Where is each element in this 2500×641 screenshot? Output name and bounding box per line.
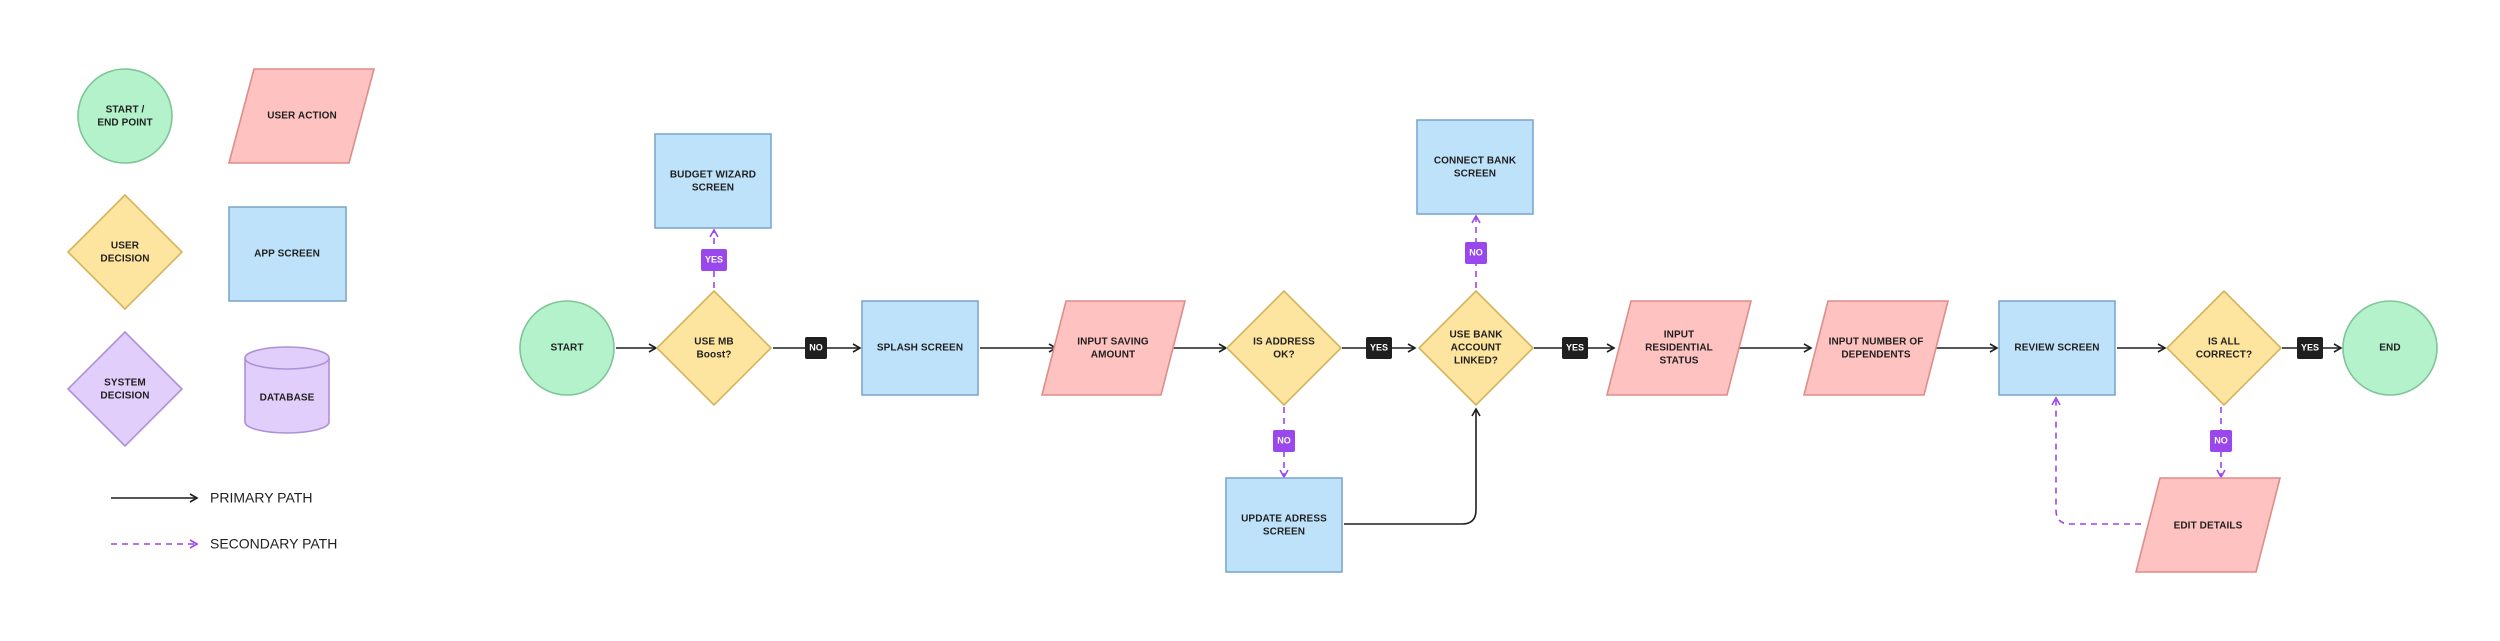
node-end: END [2342,300,2438,396]
node-address-ok-line-2: OK? [1273,350,1294,361]
node-connect-bank-line-2: SCREEN [1454,169,1496,180]
tag-bank-yes: YES [1562,337,1588,359]
node-use-mb-boost: USE MB Boost? [655,289,773,407]
node-bank-linked-line-3: LINKED? [1454,356,1498,367]
node-input-saving-line-1: INPUT SAVING [1077,337,1149,348]
tag-address-yes: YES [1366,337,1392,359]
node-budget-wizard: BUDGET WIZARD SCREEN [654,133,772,229]
node-all-correct-line-2: CORRECT? [2196,350,2252,361]
node-residential-status: INPUT RESIDENTIAL STATUS [1605,300,1753,396]
node-dependents-line-2: DEPENDENTS [1841,350,1911,361]
tag-correct-yes-label: YES [2301,342,2319,352]
legend-system-decision-line-2: DECISION [100,391,149,402]
legend-user-decision-line-1: USER [111,241,140,252]
node-budget-wizard-line-2: SCREEN [692,183,734,194]
node-bank-linked: USE BANK ACCOUNT LINKED? [1417,289,1535,407]
node-splash-screen-label: SPLASH SCREEN [877,343,963,354]
legend-start-end-line-1: START / [106,105,145,116]
tag-correct-yes: YES [2297,337,2323,359]
node-update-address-line-2: SCREEN [1263,527,1305,538]
node-input-saving: INPUT SAVING AMOUNT [1040,300,1187,396]
tag-correct-no-label: NO [2214,435,2228,445]
legend-primary-path: PRIMARY PATH [111,490,312,506]
node-all-correct-line-1: IS ALL [2208,337,2240,348]
node-address-ok-line-1: IS ADDRESS [1253,337,1315,348]
node-dependents: INPUT NUMBER OF DEPENDENTS [1802,300,1950,396]
node-end-label: END [2379,343,2400,354]
legend-primary-path-label: PRIMARY PATH [210,490,312,506]
node-bank-linked-line-2: ACCOUNT [1451,343,1502,354]
node-input-saving-line-2: AMOUNT [1091,350,1135,361]
legend-app-screen-label: APP SCREEN [254,249,320,260]
tag-bank-no: NO [1465,242,1487,264]
legend-start-end-line-2: END POINT [97,118,152,129]
legend-start-end: START / END POINT [77,68,173,164]
tag-boost-no-label: NO [809,342,823,352]
legend-system-decision-line-1: SYSTEM [104,378,146,389]
tag-address-no: NO [1273,430,1295,452]
tag-correct-no: NO [2210,430,2232,452]
node-edit-details-label: EDIT DETAILS [2174,521,2243,532]
legend-user-action: USER ACTION [227,68,376,164]
legend-secondary-path-label: SECONDARY PATH [210,536,337,552]
legend-user-decision-line-2: DECISION [100,254,149,265]
legend-user-action-label: USER ACTION [267,111,337,122]
node-residential-line-1: INPUT [1664,330,1695,341]
node-connect-bank-line-1: CONNECT BANK [1434,156,1517,167]
decision-tags: NO YES YES NO NO YES YES NO [701,242,2323,452]
node-use-mb-boost-line-1: USE MB [694,337,734,348]
node-edit-details: EDIT DETAILS [2134,477,2282,573]
node-residential-line-3: STATUS [1659,356,1698,367]
node-bank-linked-line-1: USE BANK [1449,330,1503,341]
arrow-edit-to-review [2051,396,2141,525]
legend: START / END POINT USER ACTION USER DECIS… [66,68,376,552]
tag-address-yes-label: YES [1370,342,1388,352]
tag-bank-yes-label: YES [1566,342,1584,352]
node-update-address: UPDATE ADRESS SCREEN [1225,477,1343,573]
flow-nodes: START USE MB Boost? BUDGET WIZARD SCREEN… [519,119,2438,573]
tag-address-no-label: NO [1277,435,1291,445]
node-connect-bank: CONNECT BANK SCREEN [1416,119,1534,215]
node-review-screen-label: REVIEW SCREEN [2014,343,2099,354]
tag-boost-no: NO [805,337,827,359]
node-start: START [519,300,615,396]
node-dependents-line-1: INPUT NUMBER OF [1829,337,1924,348]
tag-boost-yes: YES [701,249,727,271]
node-residential-line-2: RESIDENTIAL [1645,343,1713,354]
legend-database: DATABASE [244,346,330,434]
tag-bank-no-label: NO [1469,247,1483,257]
node-budget-wizard-line-1: BUDGET WIZARD [670,170,756,181]
node-update-address-line-1: UPDATE ADRESS [1241,514,1327,525]
node-use-mb-boost-line-2: Boost? [696,350,731,361]
legend-system-decision: SYSTEM DECISION [66,330,184,448]
node-start-label: START [550,343,583,354]
arrow-update-to-bank [1344,407,1481,525]
node-review-screen: REVIEW SCREEN [1998,300,2116,396]
legend-database-label: DATABASE [260,393,315,404]
node-all-correct: IS ALL CORRECT? [2165,289,2283,407]
tag-boost-yes-label: YES [705,254,723,264]
node-address-ok: IS ADDRESS OK? [1225,289,1343,407]
legend-secondary-path: SECONDARY PATH [111,536,337,552]
legend-user-decision: USER DECISION [66,193,184,311]
legend-app-screen: APP SCREEN [228,206,347,302]
node-splash-screen: SPLASH SCREEN [861,300,979,396]
